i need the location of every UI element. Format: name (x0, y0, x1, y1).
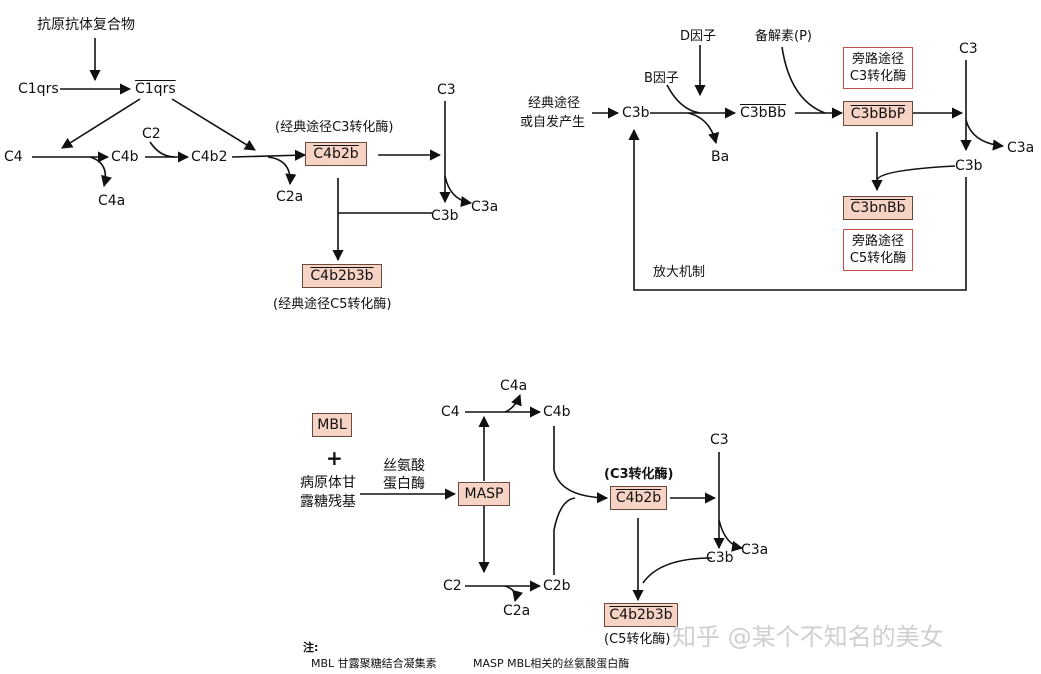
arrow-c4b2b-c3b-to-c4b2b3b (332, 212, 432, 262)
c2a-label: C2a (276, 189, 304, 205)
c3a-alt-label: C3a (1007, 140, 1035, 156)
lectin-c3-convertase-label: (C3转化酶) (604, 467, 674, 482)
masp-box: MASP (458, 482, 510, 506)
alt-c3-conv-line2: C3转化酶 (849, 69, 907, 84)
factor-d-label: D因子 (680, 29, 717, 44)
arrow-c3-to-c3a-lectin (718, 519, 744, 552)
c2-label: C2 (142, 126, 161, 142)
arrow-c3-to-c3a (444, 175, 473, 208)
alt-c5-convertase-box: 旁路途径 C5转化酶 (843, 229, 913, 271)
c1qrs-active-label: C1qrs (135, 81, 176, 97)
c3b-label: C3b (431, 208, 459, 224)
c3bbbp-box: C3bBbP (843, 101, 913, 126)
serine-line1: 丝氨酸 (383, 458, 425, 474)
mbl-box: MBL (312, 413, 352, 437)
arrow-c2b-merge (553, 497, 576, 575)
alt-c3-convertase-box: 旁路途径 C3转化酶 (843, 47, 913, 89)
c3bbb-label: C3bBb (740, 105, 787, 121)
arrow-c2-in (149, 141, 176, 158)
c4-lectin-label: C4 (441, 404, 460, 420)
note-masp-definition: MASP MBL相关的丝氨酸蛋白酶 (473, 657, 630, 670)
c3-lectin-label: C3 (710, 432, 729, 448)
arrow-c1qrs-to-c4 (61, 98, 141, 149)
factor-b-label: B因子 (644, 71, 679, 86)
alt-c5-conv-line1: 旁路途径 (851, 234, 904, 249)
arrow-c3b-to-c4b2b3b-lectin (642, 557, 713, 584)
arrow-c3-to-c3a-alt (965, 119, 1005, 151)
c3a-label: C3a (471, 199, 499, 215)
arrow-to-c2a-lectin (504, 585, 524, 603)
arrow-to-c4a-lectin (504, 393, 522, 413)
c2b-lectin-label: C2b (543, 578, 571, 594)
arrow-c4b2-to-c2a (267, 156, 297, 186)
c4b2b-lectin-box: C4b2b (610, 486, 667, 510)
c3b-out-label: C3b (955, 158, 983, 174)
c4b-lectin-label: C4b (543, 404, 571, 420)
ba-label: Ba (711, 149, 730, 165)
c4-label: C4 (4, 149, 23, 165)
c4b2b3b-box: C4b2b3b (302, 264, 382, 288)
arrow-c4b-merge (553, 426, 609, 504)
c4b2b-box: C4b2b (305, 142, 367, 166)
arrow-c4-to-c4a (89, 156, 112, 188)
pathogen-line2: 露糖残基 (300, 494, 356, 510)
arrow-b-factor-in (666, 84, 701, 114)
immune-complex-label: 抗原抗体复合物 (37, 17, 135, 33)
c1qrs-label: C1qrs (18, 81, 59, 97)
zhihu-watermark: 知乎 @某个不知名的美女 (672, 623, 944, 651)
plus-sign: + (326, 446, 343, 470)
serine-line2: 蛋白酶 (383, 476, 425, 492)
c3b-lectin-label: C3b (706, 550, 734, 566)
notes-heading: 注: (303, 641, 319, 654)
c3b-alt-label: C3b (622, 105, 650, 121)
arrow-properdin-in (781, 46, 826, 114)
arrow-amplification-loop (628, 128, 967, 291)
arrow-c1qrs-to-c4b2 (171, 98, 256, 151)
properdin-label: 备解素(P) (755, 29, 812, 44)
arrow-c3b-to-c3bnbb (876, 165, 956, 181)
c3-alt-label: C3 (959, 41, 978, 57)
c4b2-label: C4b2 (191, 149, 228, 165)
c3a-lectin-label: C3a (741, 542, 769, 558)
c3-label: C3 (437, 82, 456, 98)
pathogen-line1: 病原体甘 (300, 475, 356, 491)
c2-lectin-label: C2 (443, 578, 462, 594)
alt-c3-conv-line1: 旁路途径 (851, 52, 904, 67)
c3bnbb-box: C3bnBb (843, 196, 913, 220)
source-line2: 或自发产生 (520, 115, 586, 130)
c2a-lectin-label: C2a (503, 603, 531, 619)
c4b-label: C4b (111, 149, 139, 165)
amplification-label: 放大机制 (653, 265, 706, 280)
lectin-c5-convertase-label: (C5转化酶) (604, 632, 671, 647)
alt-c5-conv-line2: C5转化酶 (849, 251, 907, 266)
arrow-to-ba (687, 112, 720, 145)
arrow-c4b2-to-c4b2b (231, 149, 307, 161)
c4a-label: C4a (98, 193, 126, 209)
classical-c5-convertase-label: (经典途径C5转化酶) (273, 297, 392, 312)
note-mbl-definition: MBL 甘露聚糖结合凝集素 (311, 657, 437, 670)
source-line1: 经典途径 (528, 96, 581, 111)
classical-c3-convertase-label: (经典途径C3转化酶) (275, 120, 394, 135)
c4b2b3b-lectin-box: C4b2b3b (604, 603, 678, 627)
c4a-lectin-label: C4a (500, 378, 528, 394)
